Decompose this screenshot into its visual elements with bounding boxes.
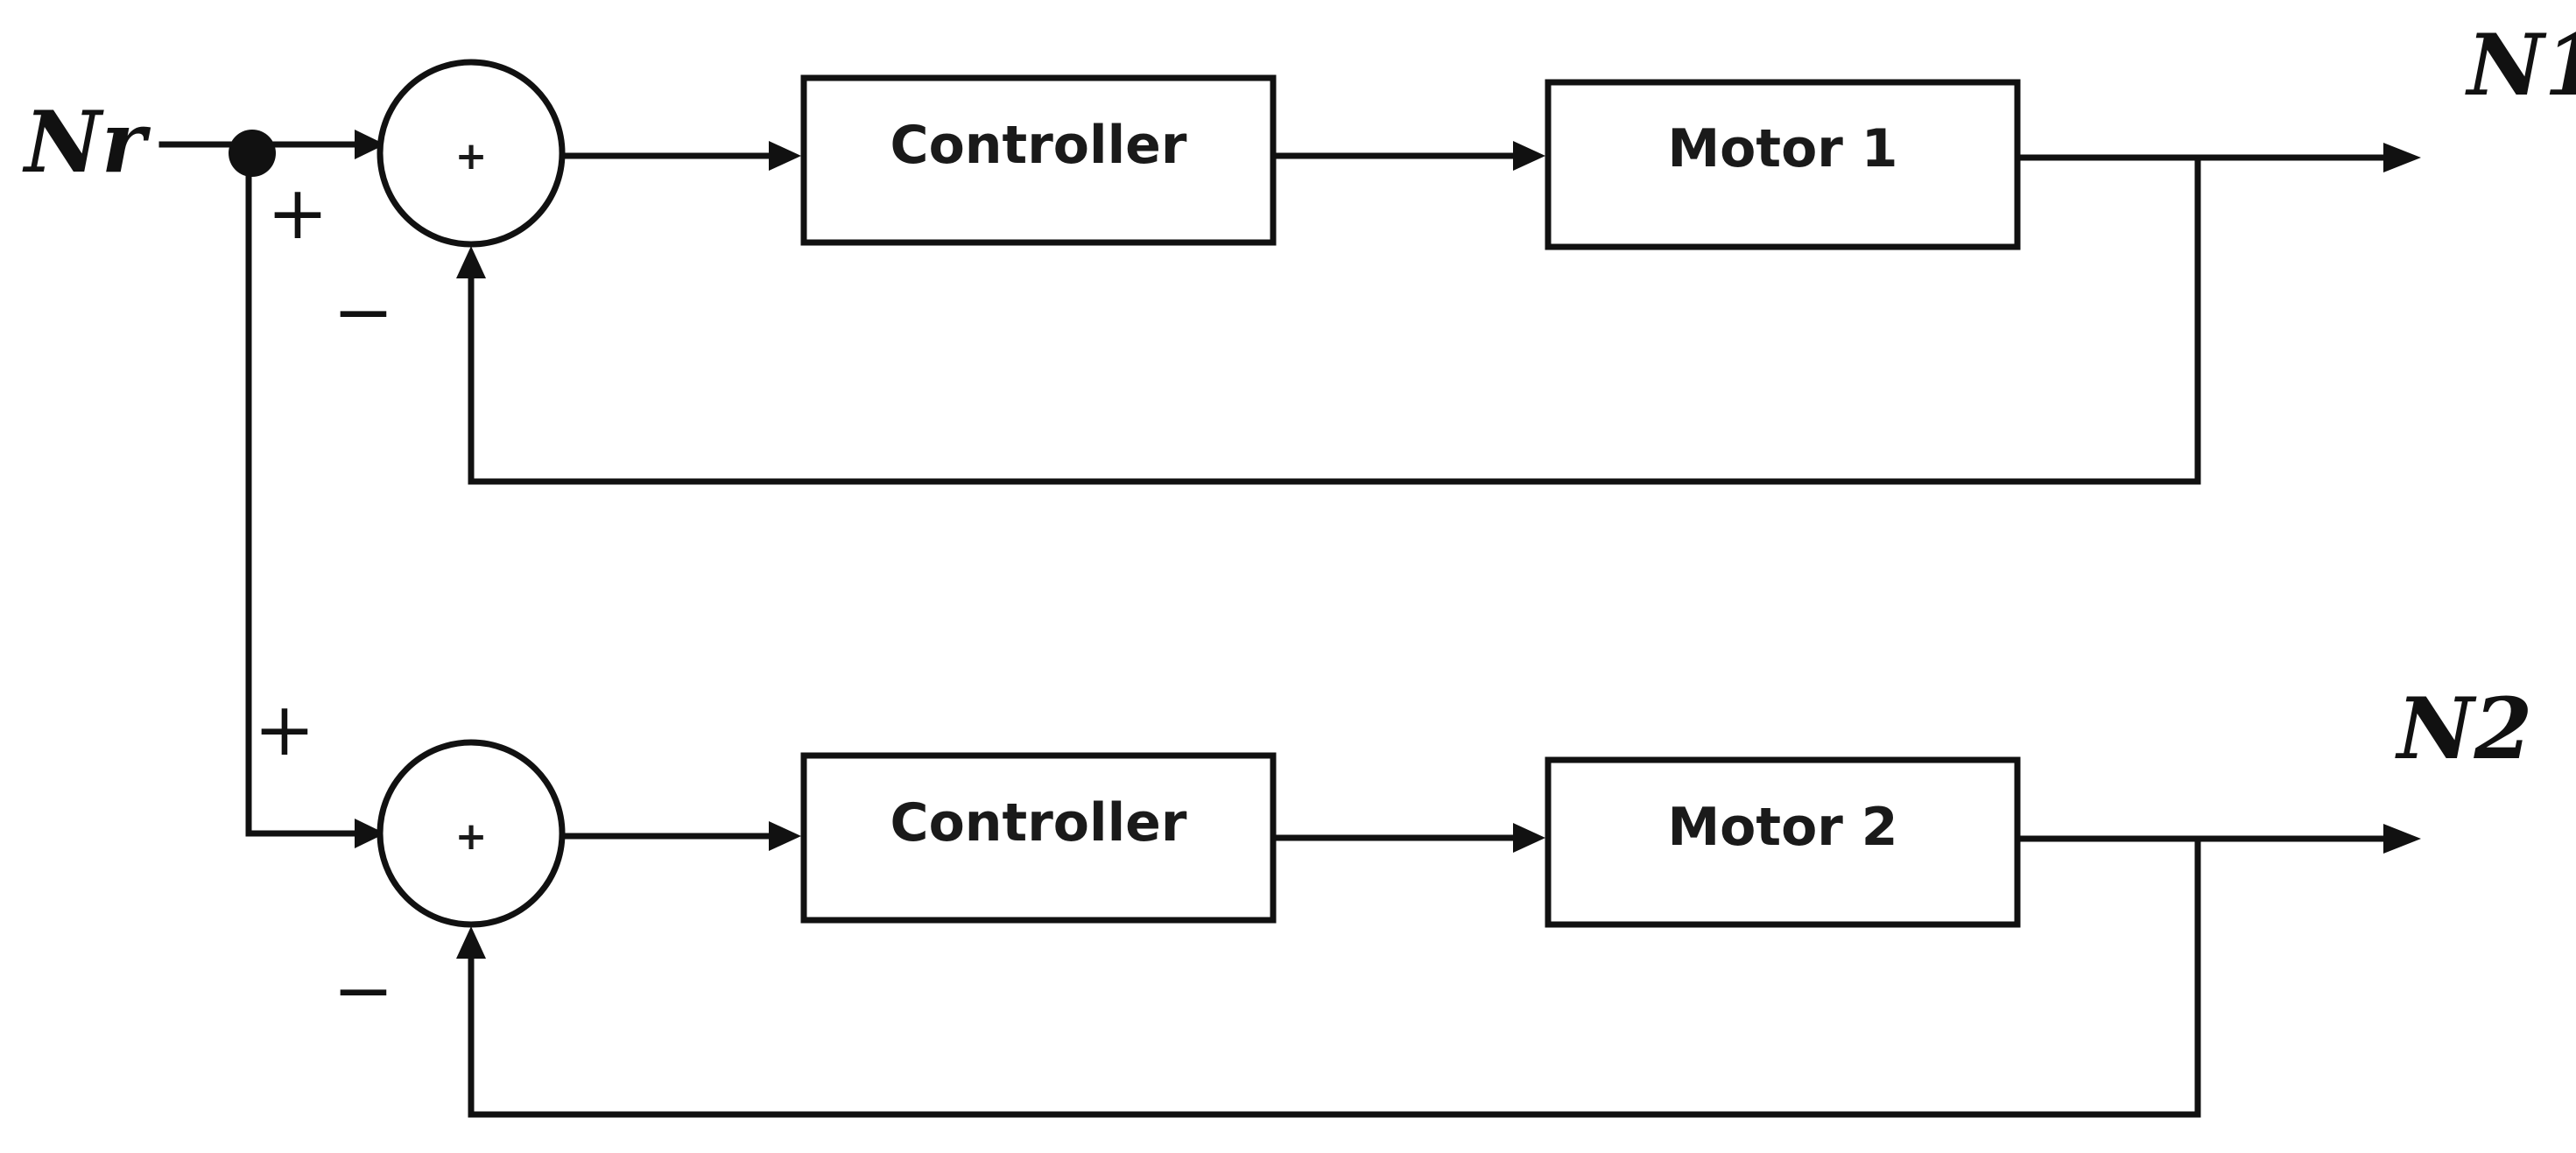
controller-2-block xyxy=(800,752,1277,924)
feedback-2-arrow-head xyxy=(456,926,486,959)
controller-1-label: Controller xyxy=(890,115,1187,176)
output-2-signal-label: N2 xyxy=(2395,679,2533,778)
output-1-signal-label: N1 xyxy=(2465,16,2576,115)
loop-1: + + − Controller Motor 1 N1 xyxy=(267,16,2576,485)
input-signal-label: Nr xyxy=(22,93,151,192)
input-arrow-head xyxy=(355,130,385,159)
motor-1-block xyxy=(1545,79,2021,250)
branch-to-sum2-arrow-head xyxy=(355,819,385,848)
loop-2: + + − Controller Motor 2 N2 xyxy=(254,679,2533,1118)
sum2-to-controller2-arrow-head xyxy=(769,821,801,851)
loop-1-reference-sign: + xyxy=(267,170,328,256)
controller2-to-motor2-arrow-head xyxy=(1513,823,1545,853)
feedback-1-path xyxy=(468,154,2201,485)
output-2-arrow-head xyxy=(2383,824,2421,854)
sum1-to-controller1-arrow-head xyxy=(769,141,801,171)
controller1-to-motor1-arrow-head xyxy=(1513,141,1545,171)
feedback-2-path xyxy=(468,835,2201,1118)
summing-junction-1-symbol: + xyxy=(455,134,488,179)
motor-2-label: Motor 2 xyxy=(1667,797,1897,858)
summing-junction-2-symbol: + xyxy=(455,814,488,859)
controller-2-label: Controller xyxy=(890,792,1187,854)
loop-2-reference-sign: + xyxy=(254,686,315,772)
output-1-arrow-head xyxy=(2383,143,2421,172)
controller-1-block xyxy=(800,74,1277,246)
motor-2-block xyxy=(1545,756,2021,928)
loop-1-feedback-sign: − xyxy=(333,269,394,355)
feedback-1-arrow-head xyxy=(456,246,486,278)
motor-1-label: Motor 1 xyxy=(1667,118,1897,179)
loop-2-feedback-sign: − xyxy=(333,947,394,1033)
branch-junction-dot xyxy=(229,130,276,177)
